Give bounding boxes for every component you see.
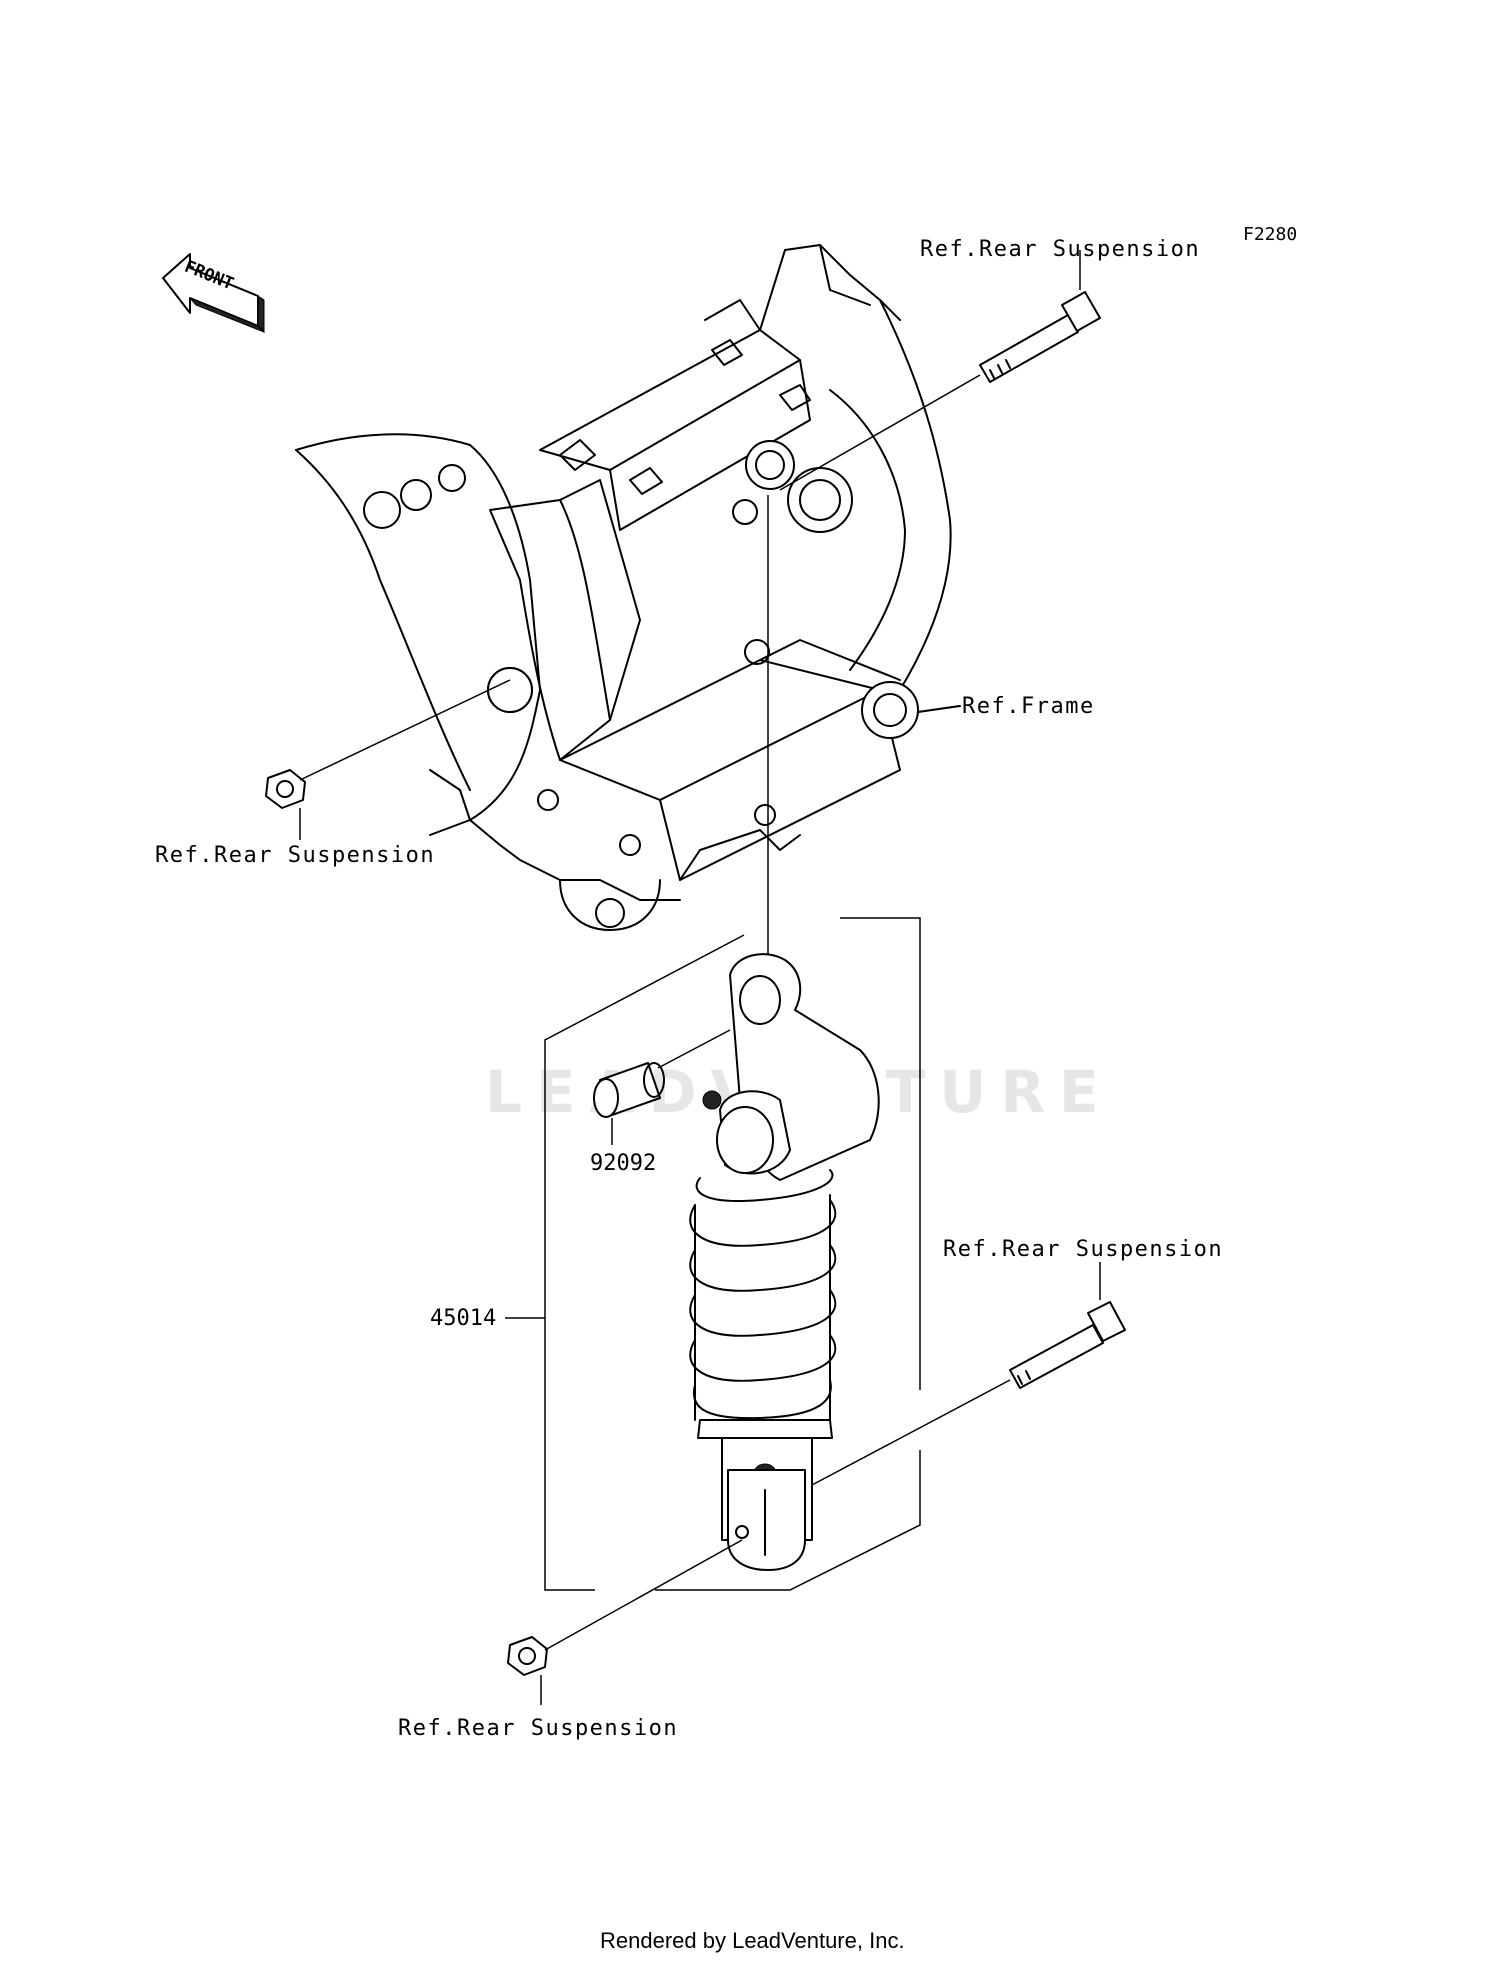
left-nut-icon <box>265 769 306 809</box>
bushing-icon <box>593 1062 665 1118</box>
shock-absorber-drawing <box>689 953 880 1571</box>
assembly-bracket <box>505 917 921 1591</box>
bottom-nut-icon <box>507 1636 548 1676</box>
callout-frame: Ref.Frame <box>962 694 1095 719</box>
top-bolt-icon <box>979 291 1101 383</box>
diagram-code: F2280 <box>1243 224 1297 245</box>
frame-drawing <box>295 244 961 931</box>
part-number-shock: 45014 <box>430 1306 496 1331</box>
callout-bottom-bolt: Ref.Rear Suspension <box>943 1237 1223 1262</box>
part-number-bushing: 92092 <box>590 1151 656 1176</box>
callout-bottom-nut: Ref.Rear Suspension <box>398 1716 678 1741</box>
bottom-bolt-icon <box>1009 1301 1126 1389</box>
callout-top-bolt: Ref.Rear Suspension <box>920 237 1200 262</box>
footer-credit: Rendered by LeadVenture, Inc. <box>600 1928 905 1953</box>
callout-left-nut: Ref.Rear Suspension <box>155 843 435 868</box>
front-arrow-icon: FRONT <box>162 253 265 334</box>
